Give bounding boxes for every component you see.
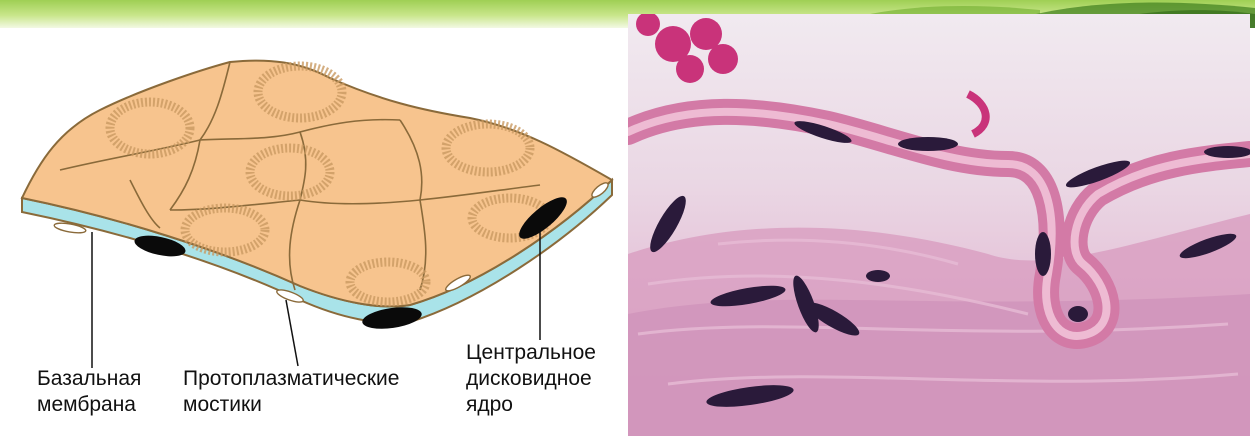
- micrograph-image: [628, 14, 1250, 436]
- cell-surface: [22, 61, 612, 307]
- protoplasmic-bridges-label: Протоплазматические мостики: [183, 366, 399, 418]
- basal-membrane-label: Базальная мембрана: [37, 366, 141, 418]
- histology-micrograph: [628, 14, 1250, 436]
- central-nucleus-label: Центральное дисковидное ядро: [466, 340, 596, 418]
